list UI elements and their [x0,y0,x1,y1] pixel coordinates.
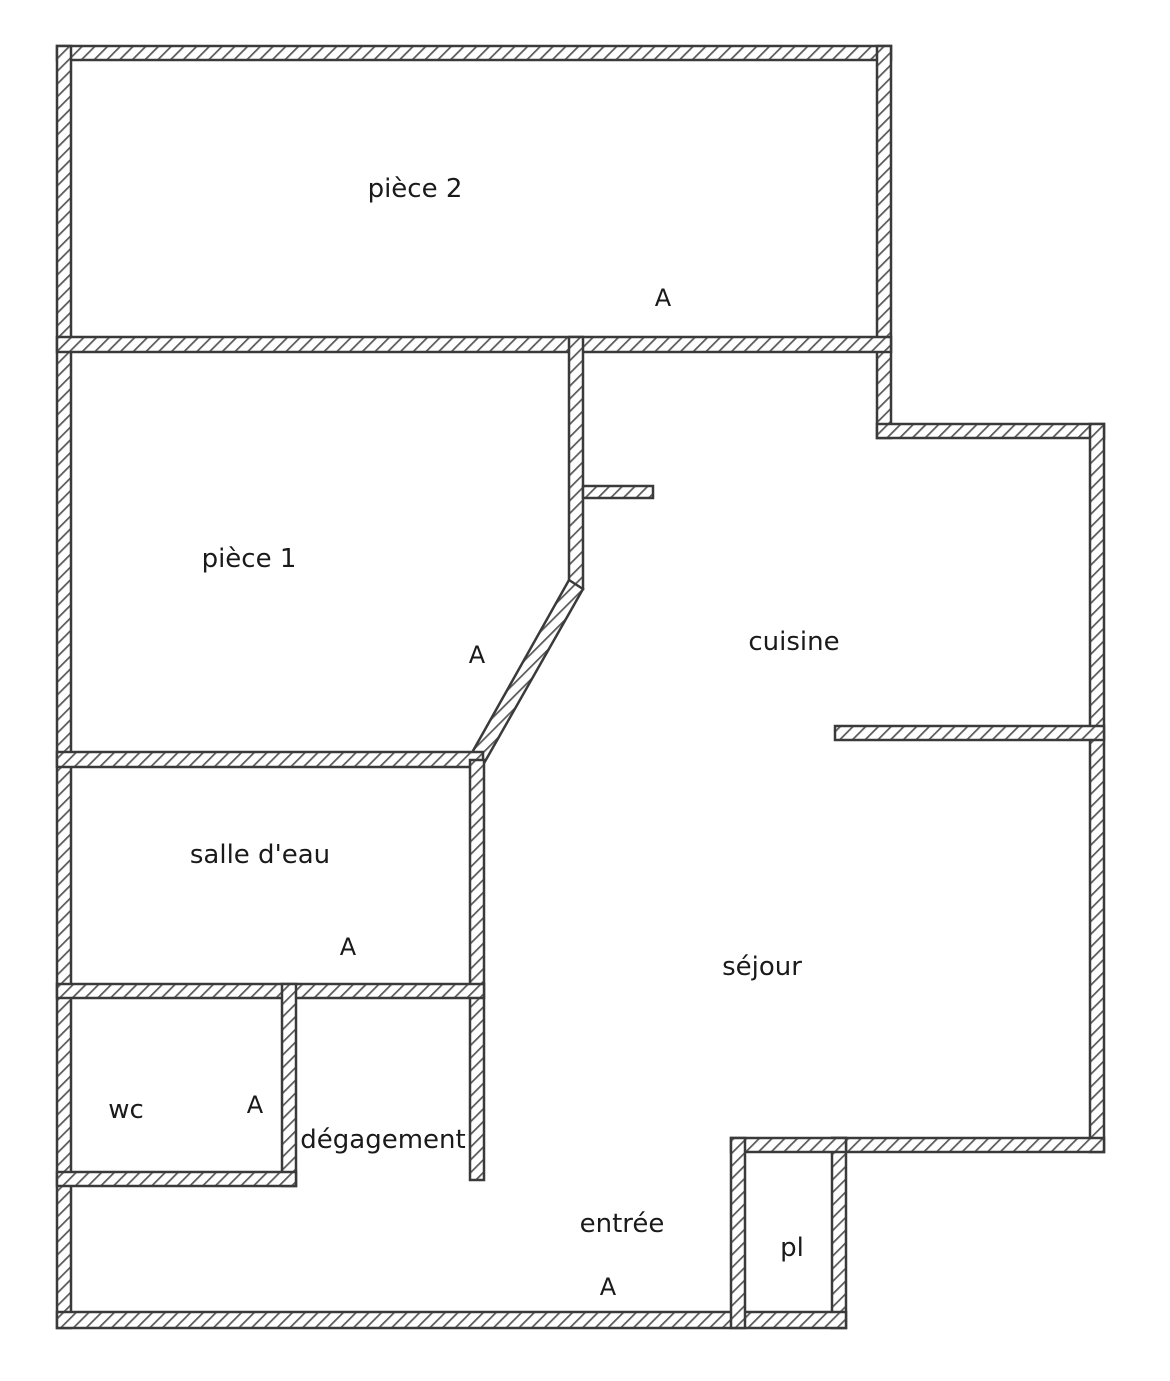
room-label-sejour: séjour [722,952,802,982]
room-labels: pièce 2 pièce 1 cuisine salle d'eau séjo… [108,174,839,1263]
wall-outer-top [55,44,893,62]
wall-piece1-bottom [55,750,485,769]
wall-placard-right [830,1136,848,1330]
walls [55,44,1106,1330]
marker-a-entree: A [600,1273,617,1301]
wall-cuisine-partition [833,724,1106,742]
wall-sejour-left [468,758,486,1182]
room-label-salle-deau: salle d'eau [190,840,330,870]
wall-wc-bottom [55,1170,298,1188]
wall-outer-right-upper [875,44,893,440]
wall-placard-top [729,1136,848,1154]
room-label-entree: entrée [580,1209,665,1239]
wall-stub [581,484,655,500]
marker-a-piece2: A [655,284,672,312]
wall-step-top [875,422,1106,440]
wall-outer-right-lower [1088,422,1106,1154]
room-label-piece2: pièce 2 [368,174,463,204]
marker-a-piece1: A [469,641,486,669]
room-label-piece1: pièce 1 [202,544,297,574]
wall-placard-left [729,1136,747,1330]
wall-step-bottom [830,1136,1106,1154]
markers: A A A A A [247,284,672,1301]
wall-diagonal [467,578,585,767]
room-label-pl: pl [780,1233,804,1263]
marker-a-salle-deau: A [340,933,357,961]
wall-salle-deau-bottom [55,982,486,1000]
wall-outer-bottom [55,1310,848,1330]
wall-piece1-right [567,335,585,591]
wall-wc-right [280,982,298,1188]
room-label-cuisine: cuisine [748,627,839,657]
room-label-wc: wc [108,1095,144,1125]
marker-a-wc: A [247,1091,264,1119]
wall-piece2-bottom [55,335,893,354]
wall-outer-left [55,44,73,1330]
room-label-degagement: dégagement [300,1125,465,1155]
